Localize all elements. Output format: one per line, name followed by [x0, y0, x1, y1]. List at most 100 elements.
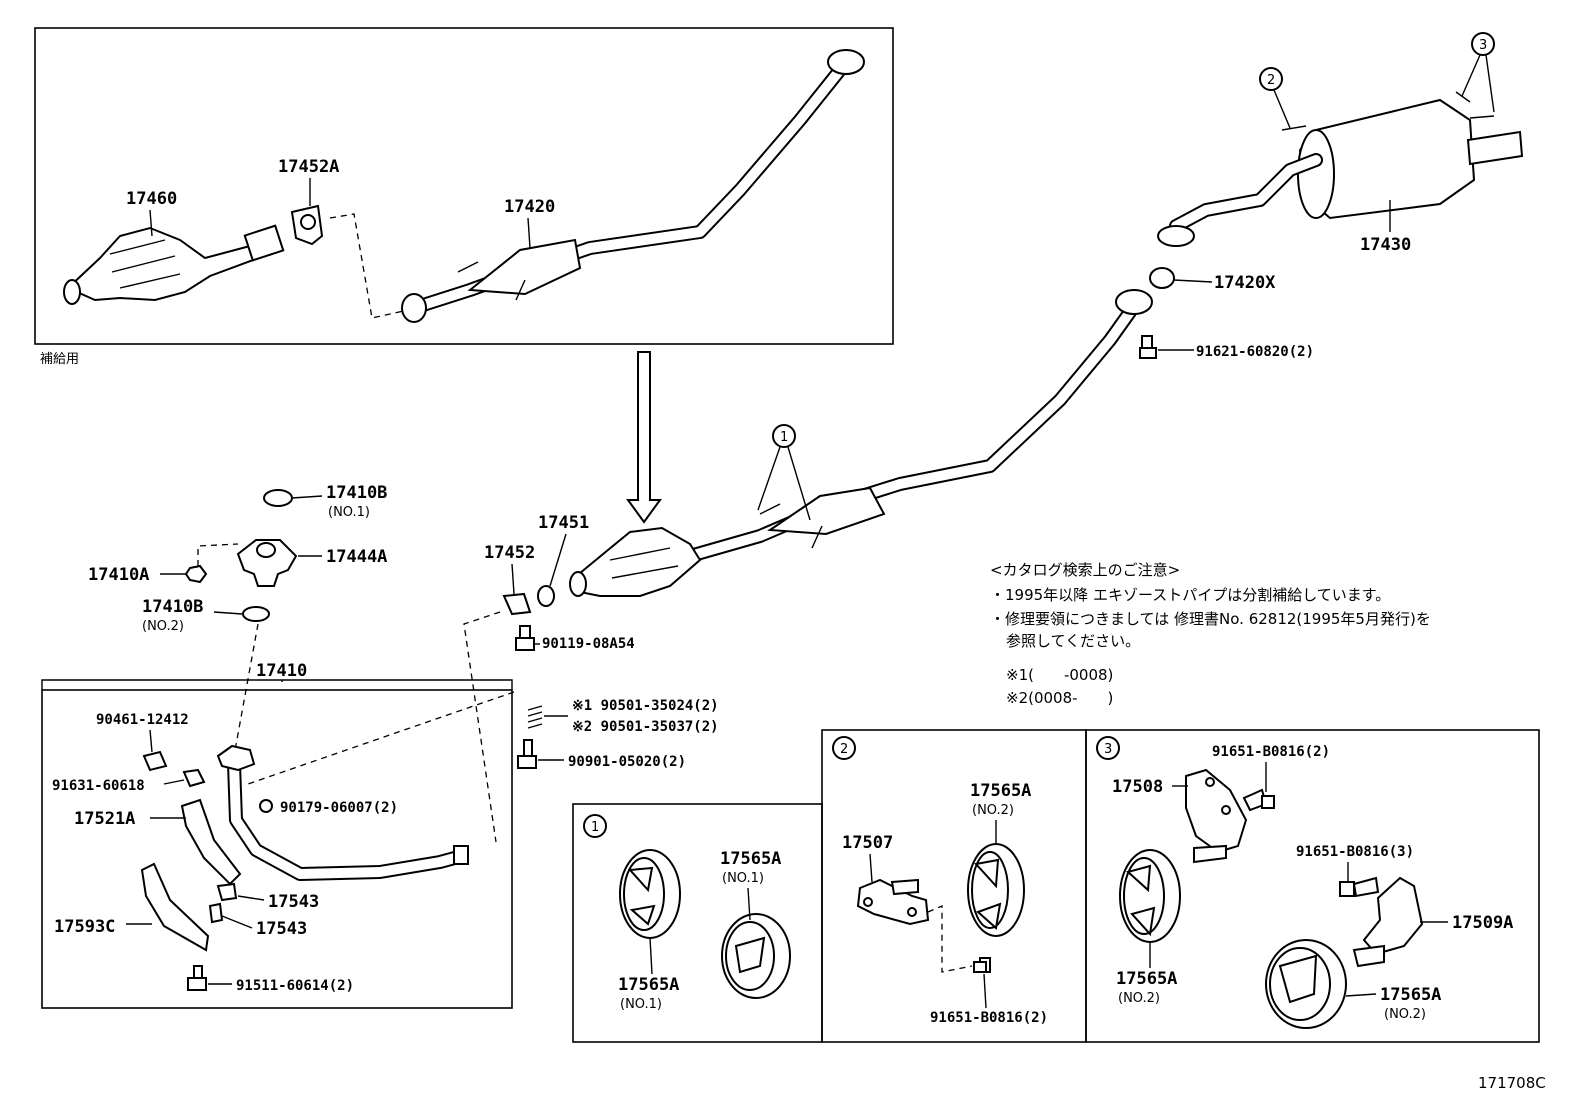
bolt-91631: [182, 768, 206, 788]
label-b3-17565A-l: 17565A: [1116, 969, 1177, 989]
label-b2-17565A: 17565A: [970, 781, 1031, 801]
label-90119: 90119-08A54: [542, 636, 635, 652]
callout-1-main: [772, 424, 796, 448]
callout-3-top: [1471, 32, 1495, 56]
label-b3-17508: 17508: [1112, 777, 1163, 797]
label-b1-no1-bot: (NO.1): [620, 997, 662, 1012]
label-17410: 17410: [256, 661, 307, 681]
muffler-17430: [1157, 91, 1524, 247]
bracket-17508: [1185, 768, 1248, 864]
bracket-17543-b: [208, 902, 224, 924]
label-b1-17565A-bot: 17565A: [618, 975, 679, 995]
label-b3-17509A: 17509A: [1452, 913, 1513, 933]
label-90901: 90901-05020(2): [568, 754, 686, 770]
bolt-90901: [517, 739, 537, 769]
bolt-91621: [1139, 335, 1157, 359]
label-b2-17507: 17507: [842, 833, 893, 853]
label-91631: 91631-60618: [52, 778, 145, 794]
label-17452A: 17452A: [278, 157, 339, 177]
exhaust-pipe-main: [683, 289, 1153, 563]
bracket-17507: [856, 878, 930, 926]
down-arrow-icon: [626, 351, 662, 524]
label-b3-no2-l: (NO.2): [1118, 991, 1160, 1006]
label-90501-b: ※2 90501-35037(2): [572, 719, 719, 735]
bolt-b2-91651: [973, 957, 991, 973]
heat-insulator-17593C: [140, 862, 210, 952]
note-heading: <カタログ検索上のご注意>: [990, 561, 1180, 579]
label-90179: 90179-06007(2): [280, 800, 398, 816]
hanger-17565A-no2-b3-r: [1265, 939, 1347, 1029]
bolt-91511: [187, 965, 207, 991]
label-17420X: 17420X: [1214, 273, 1276, 293]
label-b3-17565A-r: 17565A: [1380, 985, 1441, 1005]
label-b3-91651-a: 91651-B0816(2): [1212, 744, 1330, 760]
label-b2-no2: (NO.2): [972, 803, 1014, 818]
label-17410A: 17410A: [88, 565, 149, 585]
label-17460: 17460: [126, 189, 177, 209]
callout-2-top: [1259, 67, 1283, 91]
bolt-b3-91651-a: [1242, 788, 1275, 812]
detail-box-3: [1085, 729, 1540, 1043]
label-17444A: 17444A: [326, 547, 387, 567]
label-no1-a: (NO.1): [328, 505, 370, 520]
label-17543-b: 17543: [256, 919, 307, 939]
note-range-1: ※1( -0008): [1006, 666, 1113, 684]
label-17521A: 17521A: [74, 809, 135, 829]
hanger-17565A-no1-a: [619, 849, 681, 939]
heat-insulator-17521A: [180, 798, 242, 886]
label-no2-a: (NO.2): [142, 619, 184, 634]
front-pipe-17420-inset: [401, 49, 865, 323]
label-b3-91651-b: 91651-B0816(3): [1296, 844, 1414, 860]
spring-90501: [527, 705, 543, 729]
svg-text:2: 2: [840, 742, 848, 757]
figure-code: 171708C: [1478, 1074, 1546, 1092]
label-17430: 17430: [1360, 235, 1411, 255]
callout-3-box: [1096, 736, 1120, 760]
svg-text:3: 3: [1104, 742, 1112, 757]
clamp-17452: [502, 592, 532, 616]
bracket-17543-a: [216, 882, 238, 902]
hanger-17565A-no2-b2: [967, 843, 1025, 937]
bracket-17509A: [1352, 876, 1424, 968]
label-17410B-1: 17410B: [326, 483, 387, 503]
label-17593C: 17593C: [54, 917, 115, 937]
note-line-2: ・修理要領につきましては 修理書No. 62812(1995年5月発行)を: [990, 610, 1431, 628]
label-17452: 17452: [484, 543, 535, 563]
gasket-17420X: [1149, 267, 1175, 289]
note-range-2: ※2(0008- ): [1006, 689, 1113, 707]
detail-box-1: [572, 803, 823, 1043]
inset-caption: 補給用: [40, 352, 79, 367]
svg-text:2: 2: [1267, 73, 1275, 88]
clamp-90461: [142, 750, 168, 772]
inset-frame: [34, 27, 894, 345]
svg-text:1: 1: [591, 820, 599, 835]
svg-text:1: 1: [780, 430, 788, 445]
label-17420-inset: 17420: [504, 197, 555, 217]
label-b2-91651: 91651-B0816(2): [930, 1010, 1048, 1026]
nut-17410A: [184, 564, 208, 584]
hanger-17565A-no2-b3-l: [1119, 849, 1181, 943]
label-17410B-2: 17410B: [142, 597, 203, 617]
label-90501-a: ※1 90501-35024(2): [572, 698, 719, 714]
label-91511: 91511-60614(2): [236, 978, 354, 994]
label-90461: 90461-12412: [96, 712, 189, 728]
label-17543-a: 17543: [268, 892, 319, 912]
note-line-1: ・1995年以降 エキゾーストパイプは分割補給しています。: [990, 586, 1390, 604]
catalytic-converter-main: [569, 526, 702, 597]
label-b3-no2-r: (NO.2): [1384, 1007, 1426, 1022]
label-b1-17565A-top: 17565A: [720, 849, 781, 869]
detail-box-2: [821, 729, 1087, 1043]
gasket-17410B-no1: [263, 489, 293, 507]
bolt-b3-91651-b: [1339, 876, 1380, 898]
hanger-17565A-no1-b: [721, 913, 791, 999]
gasket-17410B-no2: [242, 606, 270, 622]
front-pipe-17410: [216, 744, 469, 881]
callout-2-box: [832, 736, 856, 760]
nut-90179: [259, 799, 273, 813]
bolt-90119: [515, 625, 535, 651]
label-b1-no1-top: (NO.1): [722, 871, 764, 886]
gasket-17452A: [290, 204, 324, 246]
note-line-3: 参照してください。: [1006, 632, 1140, 650]
catalytic-converter-17460: [63, 224, 285, 305]
